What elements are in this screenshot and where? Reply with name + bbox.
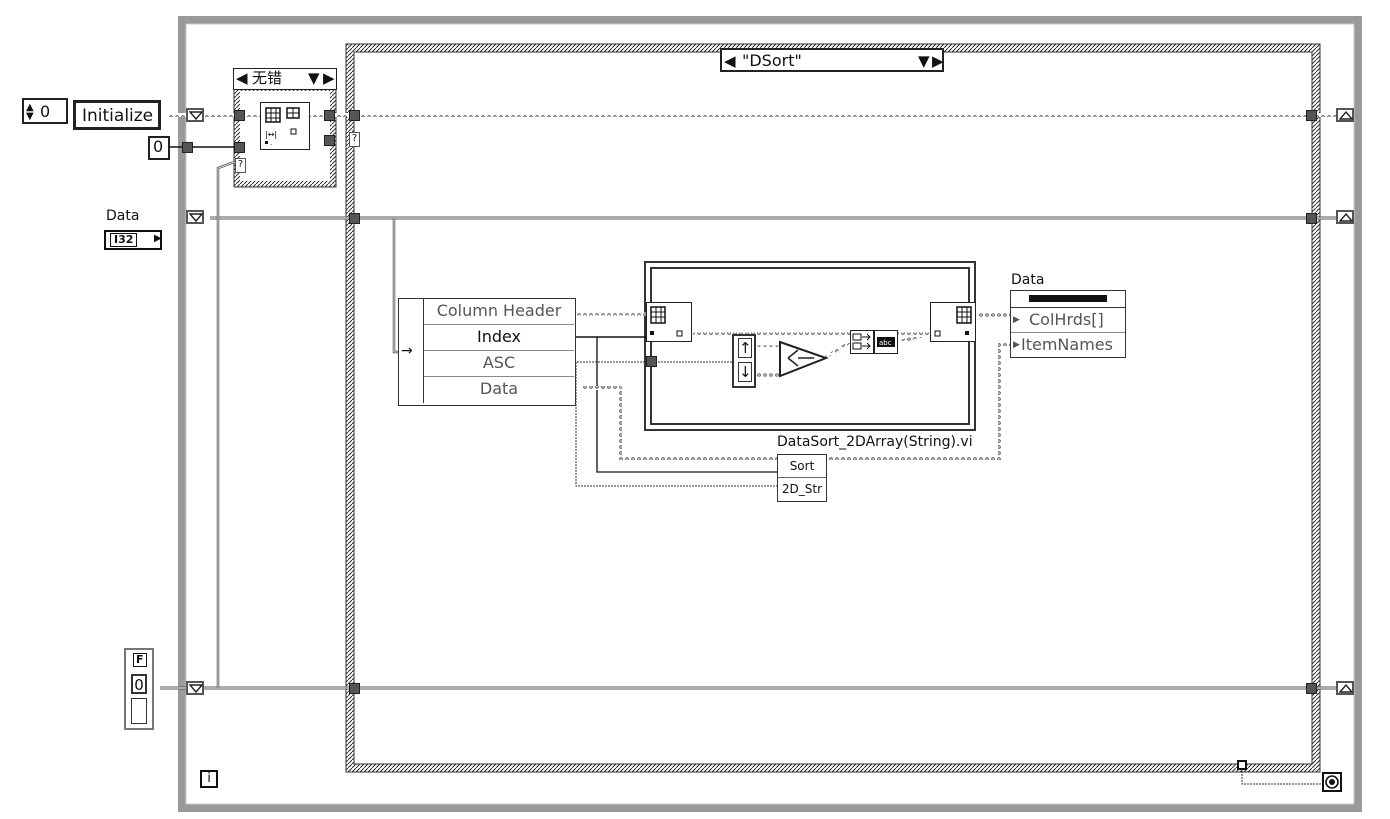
- prev-case-icon[interactable]: ◀: [724, 52, 736, 70]
- tunnel: [182, 142, 193, 153]
- index-array-icon: [650, 306, 683, 337]
- unbundle-by-name[interactable]: → Column Header Index ASC Data: [398, 298, 576, 406]
- tunnel: [1306, 683, 1317, 694]
- bundle-by-name[interactable]: ▶ ColHrds[] ▶ ItemNames: [1010, 290, 1126, 358]
- bundle-header: [1011, 291, 1125, 308]
- array-function-icon: |↔| .: [265, 107, 300, 147]
- error-case-selector[interactable]: ◀ 无错 ▼ ▶: [233, 68, 337, 90]
- shift-register-right-1: [1336, 108, 1354, 122]
- max-min-node: [779, 340, 829, 378]
- build-array-node[interactable]: [850, 330, 874, 354]
- bundle-item-arrow-icon: ▶: [1013, 340, 1020, 350]
- svg-text:.: .: [270, 139, 272, 147]
- unbundle-item-index[interactable]: Index: [424, 325, 574, 351]
- string-conversion-icon: abc: [877, 337, 895, 347]
- tunnel: [1306, 110, 1317, 121]
- array-function-node[interactable]: |↔| .: [260, 102, 310, 150]
- boolean-control-terminal[interactable]: F 0: [124, 648, 154, 730]
- arrow-down-icon: ↓: [738, 362, 752, 382]
- tunnel: [349, 213, 360, 224]
- unbundle-item-column-header[interactable]: Column Header: [424, 299, 574, 325]
- svg-text:abc: abc: [879, 339, 892, 347]
- error-case-output-terminal: ?: [349, 132, 360, 147]
- boolean-switch-body: [131, 698, 147, 724]
- question-mark: ?: [237, 159, 244, 170]
- next-case-icon[interactable]: ▶: [323, 69, 335, 87]
- shift-register-left-2: [186, 210, 204, 224]
- case-structure-frame: [346, 44, 1320, 772]
- bundle-item-label: ColHrds[]: [1029, 310, 1104, 329]
- shift-register-numeric-control[interactable]: ▲▼ 0: [22, 98, 68, 124]
- subvi-node[interactable]: Sort 2D_Str: [777, 454, 827, 502]
- tunnel: [1306, 213, 1317, 224]
- stop-tunnel: [1237, 760, 1247, 770]
- index-array-node-right[interactable]: [930, 302, 976, 342]
- tunnel: [349, 110, 360, 121]
- case-dropdown-icon[interactable]: ▼: [918, 52, 930, 70]
- terminal-arrow-icon: ▶: [154, 233, 162, 244]
- tunnel: [234, 110, 245, 121]
- arrow-up-icon: ↑: [738, 338, 752, 358]
- replace-array-icon: [934, 306, 972, 337]
- error-case-label: 无错: [252, 69, 283, 87]
- case-selector-label: "DSort": [742, 51, 802, 70]
- shift-register-value: 0: [40, 102, 51, 121]
- data-type-label: I32: [110, 233, 138, 247]
- state-enum-value: Initialize: [82, 106, 154, 126]
- bundle-item-colhdrs[interactable]: ▶ ColHrds[]: [1011, 308, 1125, 333]
- data-control-terminal[interactable]: I32 ▶: [104, 230, 162, 250]
- tunnel: [234, 142, 245, 153]
- data-control-label: Data: [106, 208, 140, 224]
- unbundle-items: Column Header Index ASC Data: [424, 299, 574, 403]
- prev-case-icon[interactable]: ◀: [236, 69, 248, 87]
- arrow-right-icon: →: [401, 343, 413, 359]
- iteration-terminal-label: i: [207, 771, 211, 786]
- loop-stop-terminal[interactable]: [1322, 772, 1342, 792]
- next-case-icon[interactable]: ▶: [932, 52, 944, 70]
- tunnel: [324, 110, 335, 121]
- tunnel: [646, 356, 657, 367]
- shift-register-left-1: [186, 108, 204, 122]
- boolean-label: F: [133, 653, 147, 667]
- increment-decrement-icon[interactable]: ▲▼: [26, 102, 34, 122]
- svg-text:|↔|: |↔|: [265, 130, 277, 139]
- tunnel: [324, 135, 335, 146]
- build-array-icon: [852, 333, 871, 350]
- case-dropdown-icon[interactable]: ▼: [308, 69, 320, 87]
- stop-condition-icon: [1325, 775, 1339, 789]
- case-structure-selector[interactable]: ◀ "DSort" ▼ ▶: [720, 48, 944, 72]
- index-array-node-left[interactable]: [646, 302, 692, 342]
- state-enum-constant[interactable]: Initialize: [73, 100, 161, 130]
- bundle-item-arrow-icon: ▶: [1013, 315, 1020, 325]
- string-conversion-node[interactable]: abc: [874, 330, 898, 354]
- bundle-item-itemnames[interactable]: ▶ ItemNames: [1011, 333, 1125, 357]
- shift-register-right-3: [1336, 681, 1354, 695]
- subvi-port-sort: Sort: [778, 455, 826, 478]
- for-loop-frame: [644, 261, 976, 431]
- question-mark: ?: [351, 133, 358, 144]
- shift-register-left-3: [186, 681, 204, 695]
- while-loop-frame: [178, 16, 1362, 812]
- iteration-terminal: i: [200, 770, 218, 788]
- bundle-item-label: ItemNames: [1021, 335, 1113, 354]
- boolean-value: 0: [131, 674, 147, 694]
- subvi-label: DataSort_2DArray(String).vi: [777, 434, 973, 450]
- error-case-question-terminal: ?: [235, 158, 246, 173]
- bundle-header-bar: [1029, 295, 1107, 302]
- unbundle-item-asc[interactable]: ASC: [424, 351, 574, 377]
- sort-direction-select[interactable]: ↑ ↓: [732, 334, 756, 388]
- unbundle-input-stub: →: [399, 299, 424, 403]
- tunnel: [349, 683, 360, 694]
- init-numeric-constant[interactable]: 0: [148, 136, 170, 160]
- shift-register-right-2: [1336, 210, 1354, 224]
- bundle-output-label: Data: [1011, 272, 1045, 288]
- unbundle-item-data[interactable]: Data: [479, 379, 519, 398]
- subvi-port-2d-str: 2D_Str: [781, 482, 823, 496]
